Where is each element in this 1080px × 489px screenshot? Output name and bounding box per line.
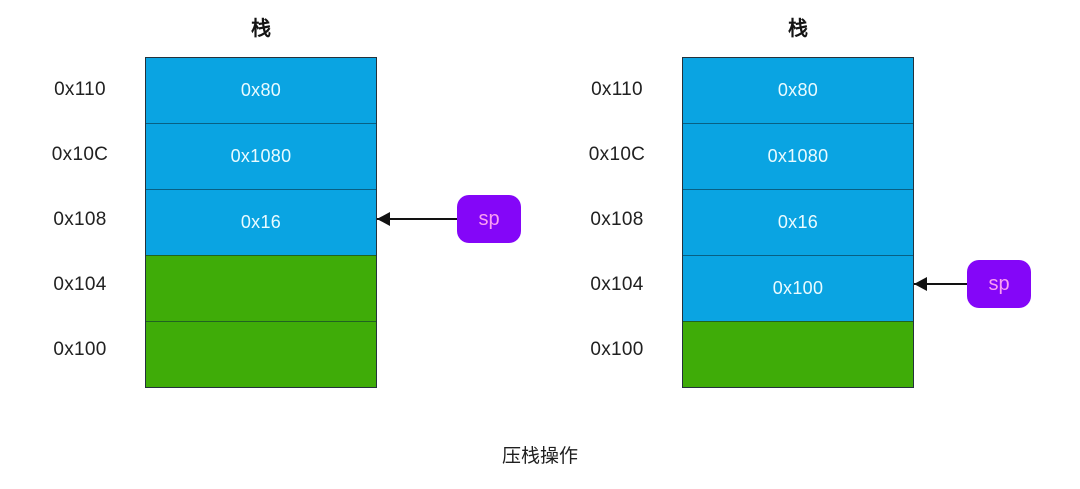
stack-cell: 0x1080 [683,123,913,189]
address-label: 0x110 [591,79,643,100]
arrowhead-left-icon [914,277,927,291]
stack-cell-empty [683,321,913,387]
address-label: 0x104 [590,274,644,295]
figure-caption: 压栈操作 [501,446,578,467]
address-label: 0x10C [588,144,646,165]
stack-cell-empty [146,321,376,387]
stack-title: 栈 [788,18,808,40]
stack-diagram-before-push: 栈 0x110 0x10C 0x108 0x104 0x100 0x80 0x1… [35,12,535,388]
address-label: 0x104 [53,274,107,295]
sp-arrow [914,277,967,291]
sp-arrow [377,212,457,226]
stack-cell: 0x100 [683,255,913,321]
stack-body: 0x110 0x10C 0x108 0x104 0x100 0x80 0x108… [572,57,1072,388]
stack-diagram-after-push: 栈 0x110 0x10C 0x108 0x104 0x100 0x80 0x1… [572,12,1072,388]
address-label: 0x100 [590,339,644,360]
address-label: 0x100 [53,339,107,360]
stack-cell: 0x80 [146,58,376,123]
stack-cell: 0x80 [683,58,913,123]
address-label: 0x110 [54,79,106,100]
address-column: 0x110 0x10C 0x108 0x104 0x100 [35,57,125,388]
address-label: 0x108 [590,209,644,230]
stack-cell-empty [146,255,376,321]
sp-pointer-badge: sp [967,260,1031,308]
stack-cell: 0x1080 [146,123,376,189]
address-label: 0x10C [51,144,109,165]
sp-pointer-badge: sp [457,195,521,243]
stack-box: 0x80 0x1080 0x16 [145,57,377,388]
address-column: 0x110 0x10C 0x108 0x104 0x100 [572,57,662,388]
stack-box: 0x80 0x1080 0x16 0x100 [682,57,914,388]
stack-cell: 0x16 [683,189,913,255]
arrowhead-left-icon [377,212,390,226]
address-label: 0x108 [53,209,107,230]
stack-body: 0x110 0x10C 0x108 0x104 0x100 0x80 0x108… [35,57,535,388]
stack-title: 栈 [251,18,271,40]
stack-cell: 0x16 [146,189,376,255]
